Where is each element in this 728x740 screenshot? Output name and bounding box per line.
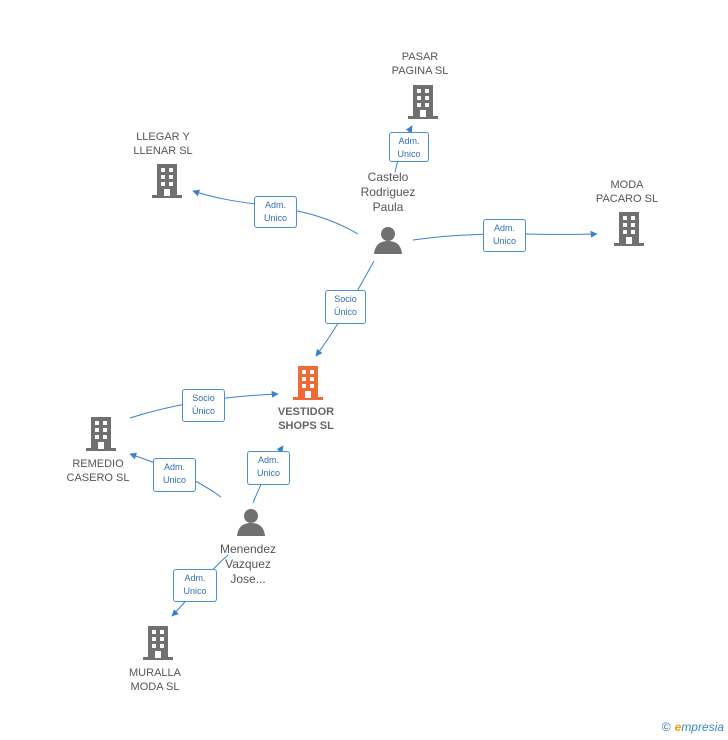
brand-logo-text: mpresia <box>681 720 724 734</box>
company-label-muralla[interactable]: MURALLA MODA SL <box>129 667 181 693</box>
building-icon <box>86 417 116 451</box>
person-icon <box>374 227 402 254</box>
building-icon <box>152 164 182 198</box>
person-icon <box>237 509 265 536</box>
person-label-castelo[interactable]: Castelo Rodriguez Paula <box>360 170 416 214</box>
edge-label-castelo-moda: Adm. Unico <box>483 219 526 252</box>
edge-label-menendez-muralla: Adm. Unico <box>173 569 217 602</box>
building-icon <box>614 212 644 246</box>
edge-label-castelo-pasar: Adm. Unico <box>389 132 429 162</box>
edge-label-menendez-vestidor: Adm. Unico <box>247 451 290 485</box>
company-label-moda-pacaro[interactable]: MODA PACARO SL <box>595 179 659 205</box>
brand-logo-initial: e <box>674 720 682 734</box>
company-label-llegar[interactable]: LLEGAR Y LLENAR SL <box>133 131 193 157</box>
company-label-remedio[interactable]: REMEDIO CASERO SL <box>66 458 130 484</box>
building-icon <box>408 85 438 119</box>
copyright-symbol: © <box>661 720 671 734</box>
company-label-pasar[interactable]: PASAR PAGINA SL <box>391 51 449 77</box>
person-label-menendez[interactable]: Menendez Vazquez Jose... <box>219 542 277 586</box>
edge-label-castelo-llegar: Adm. Unico <box>254 196 297 228</box>
company-label-vestidor[interactable]: VESTIDOR SHOPS SL <box>277 406 335 432</box>
edge-label-castelo-vestidor: Socio Único <box>325 290 366 324</box>
edge-label-menendez-remedio: Adm. Unico <box>153 458 196 492</box>
building-icon <box>143 626 173 660</box>
edge-label-remedio-vestidor: Socio Único <box>182 389 225 422</box>
brand-footer: ©empresia <box>662 720 724 734</box>
building-icon-main <box>293 366 323 400</box>
